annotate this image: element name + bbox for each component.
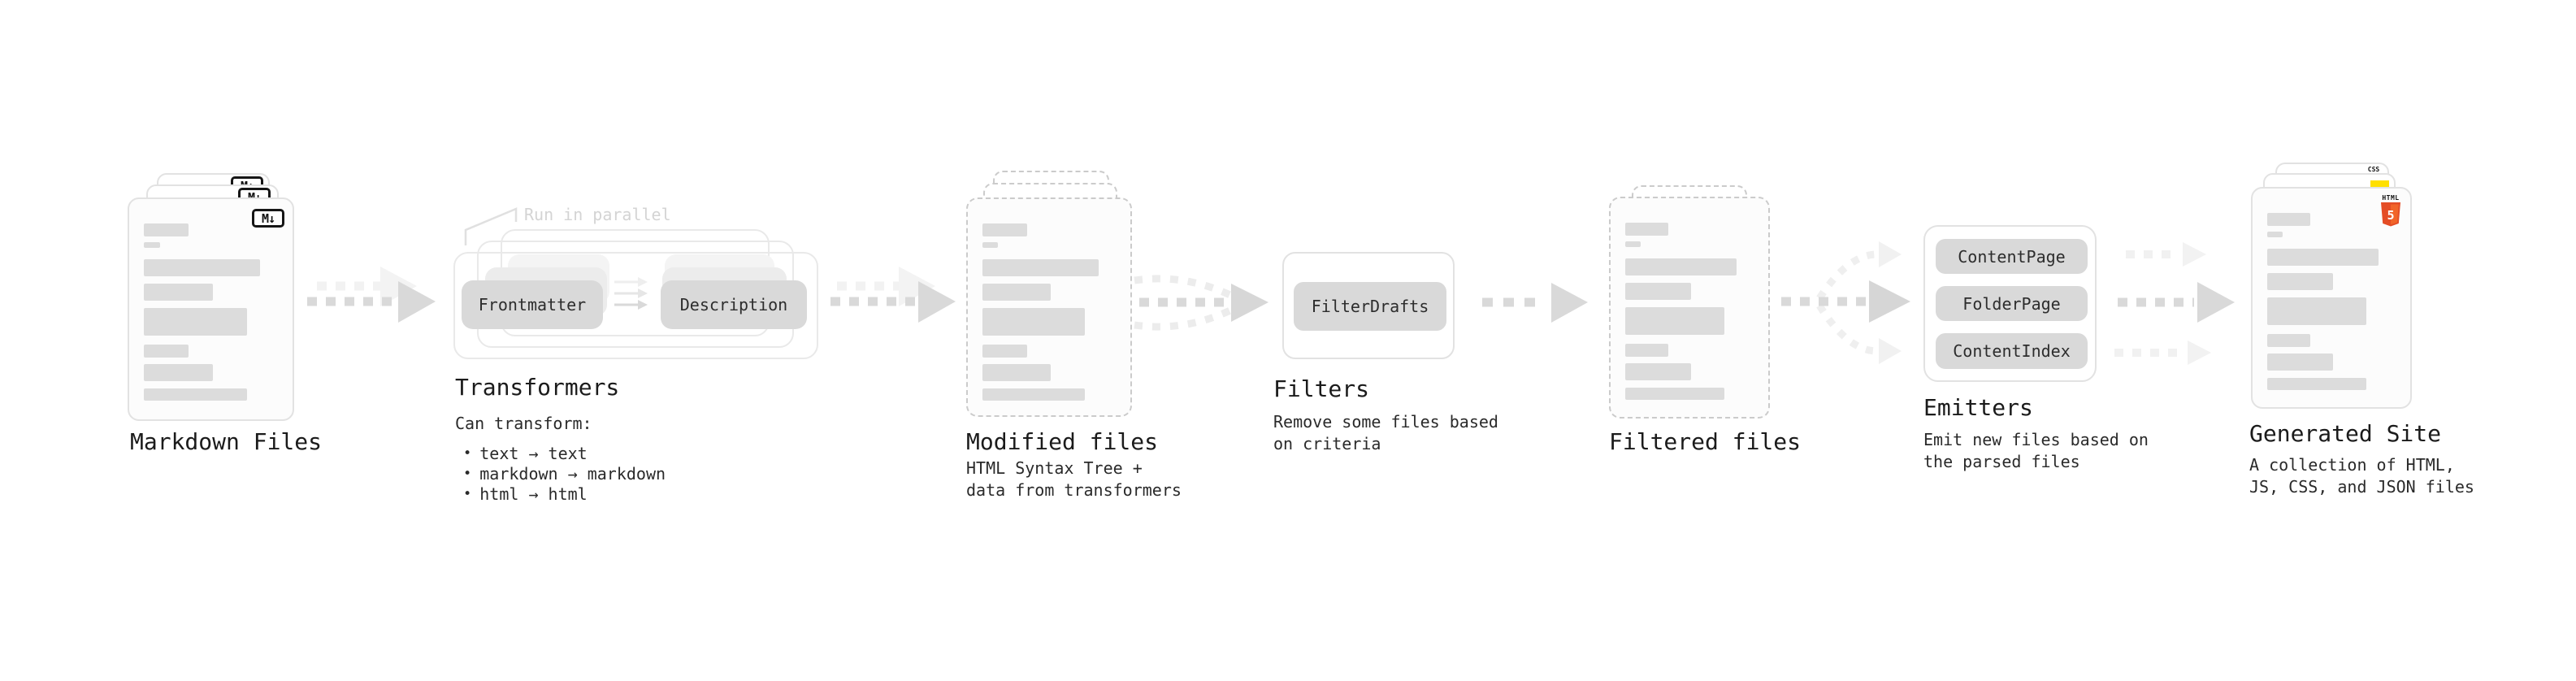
arrow-emitters-to-generated — [2114, 242, 2235, 365]
arrow-filters-to-filtered — [1482, 283, 1588, 323]
generated-file-card: HTML 5 — [2251, 187, 2412, 409]
note-item: • html → html — [455, 484, 666, 505]
document-skeleton — [144, 223, 276, 401]
html5-icon: HTML 5 — [2380, 194, 2401, 230]
html5-icon-number: 5 — [2387, 208, 2394, 223]
css-icon-label: CSS — [2367, 166, 2380, 173]
frontmatter-pill: Frontmatter — [462, 280, 603, 329]
html5-icon-word: HTML — [2382, 194, 2400, 202]
description-pill: Description — [661, 280, 807, 329]
generated-site-description: A collection of HTML, JS, CSS, and JSON … — [2249, 455, 2474, 497]
contentpage-pill: ContentPage — [1936, 239, 2088, 274]
modified-file-card — [966, 197, 1132, 417]
note-item-text: markdown → markdown — [479, 464, 666, 484]
bullet-icon: • — [463, 445, 472, 462]
modified-files-label: Modified files — [966, 428, 1159, 455]
js-icon — [2370, 180, 2389, 189]
arrow-markdown-to-transformers — [307, 267, 436, 323]
filterdrafts-pill-label: FilterDrafts — [1311, 297, 1429, 316]
bullet-icon: • — [463, 466, 472, 482]
frontmatter-pill-label: Frontmatter — [478, 295, 587, 314]
filterdrafts-pill: FilterDrafts — [1294, 282, 1446, 331]
document-skeleton — [982, 223, 1114, 401]
generated-site-label: Generated Site — [2249, 420, 2442, 447]
transformers-parallel-arrows — [614, 277, 648, 310]
filters-title: Filters — [1273, 375, 1370, 402]
filters-description: Remove some files based on criteria — [1273, 412, 1498, 453]
transformers-notes: Can transform: • text → text • markdown → … — [455, 414, 666, 505]
run-in-parallel-annotation: Run in parallel — [524, 205, 671, 224]
contentindex-pill: ContentIndex — [1936, 333, 2088, 369]
contentpage-pill-label: ContentPage — [1958, 246, 2066, 267]
document-skeleton — [1625, 223, 1752, 400]
emitters-description: Emit new files based on the parsed files — [1923, 430, 2149, 471]
transformer-frame — [453, 252, 818, 359]
markdown-file-card: M↓ — [128, 197, 294, 421]
markdown-icon-label: M↓ — [261, 210, 275, 226]
contentindex-pill-label: ContentIndex — [1953, 341, 2071, 361]
note-item-text: html → html — [479, 484, 588, 504]
emitters-card: ContentPage FolderPage ContentIndex — [1923, 225, 2097, 382]
note-item: • text → text — [455, 444, 666, 464]
filtered-file-card — [1609, 197, 1770, 419]
bullet-icon: • — [463, 486, 472, 502]
arrow-filtered-to-emitters — [1781, 241, 1910, 364]
run-in-parallel-leader-line — [464, 207, 518, 245]
emitters-title: Emitters — [1923, 394, 2033, 421]
modified-files-description: HTML Syntax Tree + data from transformer… — [966, 458, 1182, 500]
description-pill-label: Description — [679, 295, 788, 314]
filters-card: FilterDrafts — [1282, 252, 1455, 359]
document-skeleton — [2267, 213, 2394, 390]
folderpage-pill-label: FolderPage — [1962, 293, 2061, 314]
arrow-modified-to-filters — [1134, 275, 1268, 331]
arrow-transformers-to-modified — [830, 267, 956, 323]
note-item: • markdown → markdown — [455, 464, 666, 484]
html5-shield: 5 — [2381, 202, 2400, 227]
filtered-files-label: Filtered files — [1609, 428, 1802, 455]
notes-heading: Can transform: — [455, 414, 592, 433]
note-item-text: text → text — [479, 444, 588, 463]
markdown-icon: M↓ — [252, 209, 284, 228]
folderpage-pill: FolderPage — [1936, 286, 2088, 321]
markdown-files-label: Markdown Files — [130, 428, 323, 455]
transformers-title: Transformers — [455, 374, 620, 401]
